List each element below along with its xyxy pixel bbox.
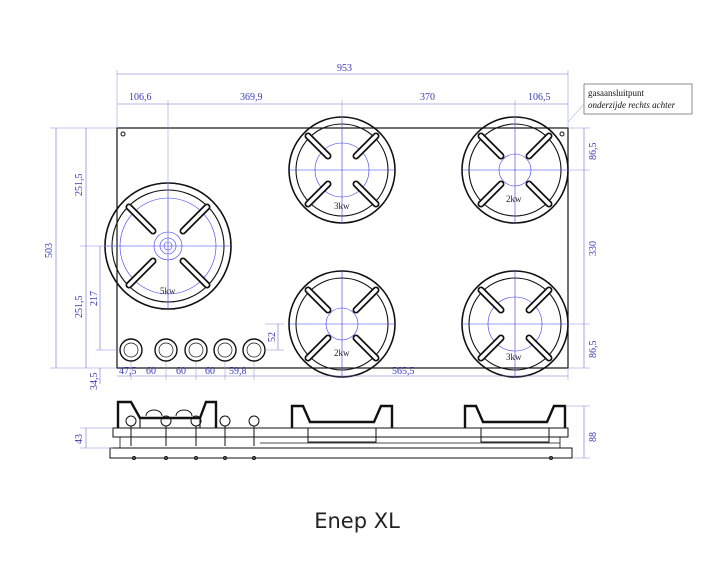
burner-power-label: 3kw (334, 201, 350, 211)
dim-right-top: 86,5 (588, 143, 599, 161)
burner-power-label: 2kw (506, 194, 522, 204)
burner-power-label: 5kw (160, 286, 176, 296)
dim-knob-start: 47,5 (119, 366, 137, 377)
side-view: 43 88 (74, 400, 599, 460)
knob (213, 338, 237, 362)
note-line-1: gasaansluitpunt (588, 88, 644, 98)
dim-right-bottom: 86,5 (588, 341, 599, 359)
dim-span-b: 370 (420, 92, 435, 103)
note-line-2: onderzijde rechts achter (588, 100, 676, 110)
dim-knob-gap: 60 (205, 366, 215, 377)
dim-knob-last: 59,8 (229, 366, 247, 377)
knob (246, 342, 262, 358)
dim-knob-gap: 60 (176, 366, 186, 377)
dim-side-height-right: 88 (588, 432, 599, 442)
knob (184, 338, 208, 362)
dim-side-height-left: 43 (74, 434, 85, 444)
knob (119, 338, 143, 362)
bottom-dimensions: 47,5 60 60 60 59,8 565,5 (117, 362, 569, 380)
dim-left-offset: 106,6 (129, 92, 152, 103)
knob (158, 342, 174, 358)
top-dimensions: 953 106,6 369,9 370 106,5 (116, 63, 569, 246)
burner-power-label: 2kw (334, 348, 350, 358)
knob (123, 342, 139, 358)
knob (188, 342, 204, 358)
dim-depth: 503 (44, 243, 55, 258)
dim-knob-gap: 60 (146, 366, 156, 377)
dim-right-offset: 106,5 (528, 92, 551, 103)
control-knobs (119, 338, 266, 362)
dim-bottom-right: 565,5 (392, 366, 415, 377)
knob (154, 338, 178, 362)
dim-total-width: 953 (337, 63, 352, 74)
dim-left-217: 217 (89, 291, 100, 306)
dim-right-mid: 330 (588, 241, 599, 256)
corner-screw (559, 131, 565, 137)
corner-screw (120, 131, 126, 137)
dim-bottom-margin: 34,5 (89, 373, 100, 391)
burner-bottom-right: 3kw (461, 270, 569, 378)
dim-left-upper: 251,5 (74, 174, 85, 197)
model-title: Enep XL (314, 509, 400, 533)
hob-plate (116, 127, 569, 369)
dim-span-a: 369,9 (240, 92, 263, 103)
knob (217, 342, 233, 358)
knob (242, 338, 266, 362)
burner-top-right: 2kw (461, 116, 569, 224)
burner-bottom-middle: 2kw (288, 270, 396, 378)
right-dimensions: 86,5 330 86,5 (568, 127, 599, 369)
burner-power-label: 3kw (506, 352, 522, 362)
dim-left-lower: 251,5 (74, 296, 85, 319)
dim-knob-height: 52 (267, 332, 278, 342)
gas-connection-note: gasaansluitpunt onderzijde rechts achter (567, 83, 693, 123)
left-dimensions: 503 251,5 251,5 217 52 34,5 (44, 127, 284, 391)
burner-top-middle: 3kw (288, 116, 396, 224)
